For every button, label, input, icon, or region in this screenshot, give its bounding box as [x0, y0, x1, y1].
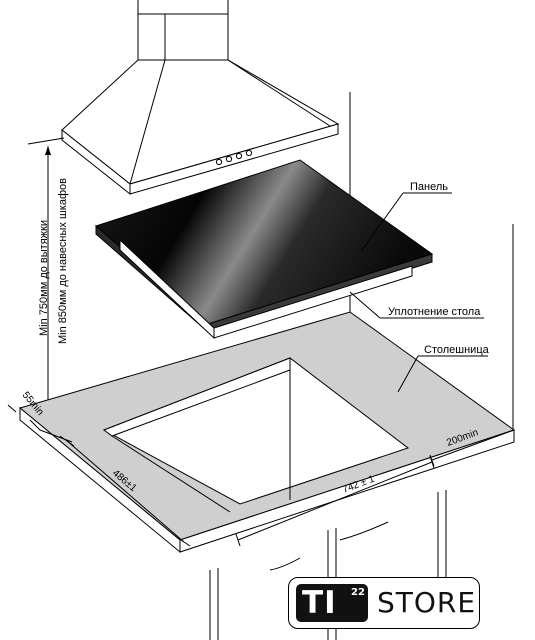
hood-clearance-label-1: Min 750мм до вытяжки — [38, 220, 50, 336]
hob-panel — [95, 159, 434, 340]
dim-depth — [59, 435, 191, 547]
store-logo-ti: TI — [302, 585, 337, 621]
panel-callout — [361, 192, 452, 251]
dim-200min — [429, 429, 515, 467]
store-logo-superscript: 22 — [351, 587, 365, 598]
store-logo-mark: TI 22 — [296, 584, 368, 622]
hood-clearance-label-2: Min 850мм до навесных шкафов — [57, 178, 69, 344]
seal-callout — [349, 291, 484, 319]
clearance-dimension — [27, 137, 65, 412]
store-logo: TI 22 STORE — [288, 577, 480, 629]
store-logo-word: STORE — [377, 586, 477, 619]
countertop — [18, 311, 516, 554]
countertop-callout — [397, 355, 488, 393]
countertop-label: Столешница — [424, 344, 490, 356]
range-hood — [61, 0, 340, 196]
seal-label: Уплотнение стола — [388, 306, 481, 318]
panel-label: Панель — [410, 181, 448, 193]
